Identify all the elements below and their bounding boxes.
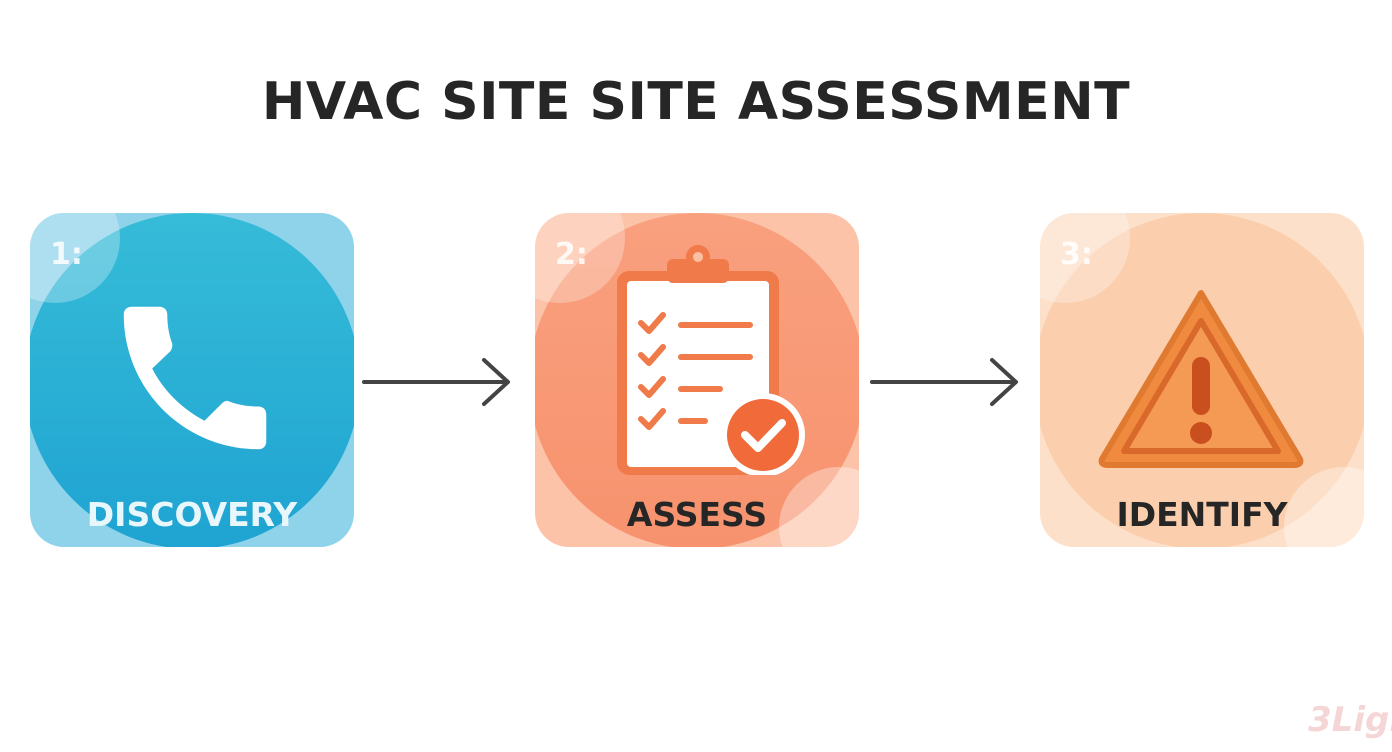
arrow-right-icon	[870, 358, 1018, 406]
watermark-logo: 3Ligi	[1308, 700, 1392, 740]
step-label: IDENTIFY	[1116, 495, 1288, 534]
warning-triangle-icon	[1096, 287, 1306, 471]
step-card-assess: 2: ASSESS	[535, 213, 859, 547]
step-card-discovery: 1: DISCOVERY	[30, 213, 354, 547]
step-label: ASSESS	[626, 495, 768, 534]
phone-icon	[100, 283, 290, 473]
step-card-identify: 3: IDENTIFY	[1040, 213, 1364, 547]
clipboard-checklist-icon	[605, 245, 805, 477]
arrow-right-icon	[362, 358, 510, 406]
step-number: 3:	[1060, 237, 1093, 272]
step-disc	[30, 213, 354, 547]
step-number: 2:	[555, 237, 588, 272]
step-number: 1:	[50, 237, 83, 272]
step-label: DISCOVERY	[86, 495, 298, 534]
diagram-title: HVAC SITE SITE ASSESSMENT	[261, 72, 1131, 132]
